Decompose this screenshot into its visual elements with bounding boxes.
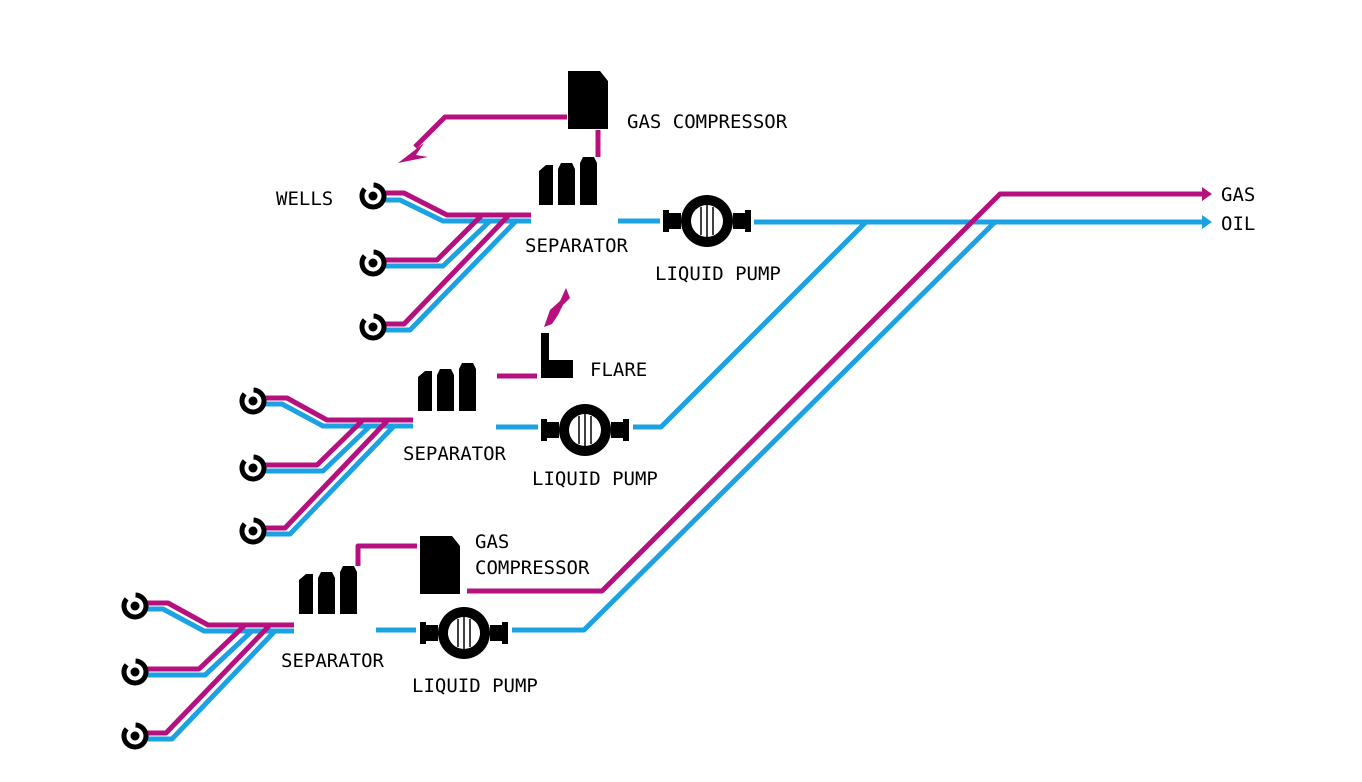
gas-line: [147, 624, 246, 672]
gas-compressor-icon: [568, 71, 608, 129]
gas-compressor-label: GAS COMPRESSOR: [627, 111, 788, 133]
oil-line: [147, 606, 294, 634]
gas-line: [467, 191, 1205, 594]
oil-line: [147, 629, 277, 742]
labels: WELLS GAS COMPRESSOR SEPARATOR LIQUID PU…: [276, 111, 1255, 697]
gas-output-label: GAS: [1221, 184, 1255, 206]
separator-label: SEPARATOR: [525, 235, 629, 257]
gas-line: [385, 214, 510, 327]
arrow-icon: [1202, 215, 1212, 229]
flare-icon: [541, 288, 573, 378]
oil-line: [264, 424, 396, 537]
arrow-icon: [1202, 187, 1212, 201]
liquid-pump-icon: [419, 606, 509, 660]
well-icon: [240, 388, 265, 413]
oil-line: [633, 220, 868, 430]
gas-line: [147, 600, 294, 628]
separator-label: SEPARATOR: [403, 443, 507, 465]
liquid-pump-icon: [540, 403, 630, 457]
gas-line: [264, 419, 389, 531]
oil-output-label: OIL: [1221, 213, 1255, 235]
separator-icon: [539, 157, 597, 205]
arrows: [398, 143, 1212, 229]
gas-compressor-label-line1: GAS: [475, 531, 509, 553]
flare-label: FLARE: [590, 359, 647, 381]
separator-icon: [299, 566, 357, 614]
gas-line: [264, 419, 364, 468]
gas-line: [385, 190, 531, 218]
liquid-pump-label: LIQUID PUMP: [655, 263, 781, 285]
separator-icon: [418, 363, 476, 411]
liquid-pump-label: LIQUID PUMP: [412, 675, 538, 697]
gas-line: [147, 624, 271, 736]
middle-well-lines: [264, 395, 413, 537]
oil-line: [264, 401, 413, 429]
oil-line: [147, 629, 254, 678]
oil-line: [385, 219, 492, 269]
well-icon: [122, 659, 147, 684]
well-icon: [122, 723, 147, 748]
gas-line: [413, 114, 567, 149]
equipment: [299, 71, 752, 660]
well-icon: [122, 593, 147, 618]
gas-line: [385, 214, 483, 263]
arrow-icon: [398, 143, 428, 163]
oil-line: [264, 424, 372, 474]
gas-line: [264, 395, 413, 423]
gas-compressor-label-line2: COMPRESSOR: [475, 557, 590, 579]
wells-label: WELLS: [276, 188, 333, 210]
liquid-pump-label: LIQUID PUMP: [532, 468, 658, 490]
gas-line: [355, 543, 417, 566]
oil-line: [512, 220, 997, 633]
well-icon: [360, 250, 385, 275]
separator-label: SEPARATOR: [281, 650, 385, 672]
well-icon: [240, 518, 265, 543]
liquid-pump-icon: [662, 194, 752, 248]
well-icon: [360, 183, 385, 208]
pipelines: [147, 114, 1205, 742]
bottom-well-lines: [147, 600, 294, 742]
well-icon: [360, 314, 385, 339]
top-well-lines: [385, 190, 531, 333]
well-icon: [240, 455, 265, 480]
oil-line: [385, 219, 518, 333]
gas-compressor-icon: [420, 536, 460, 594]
